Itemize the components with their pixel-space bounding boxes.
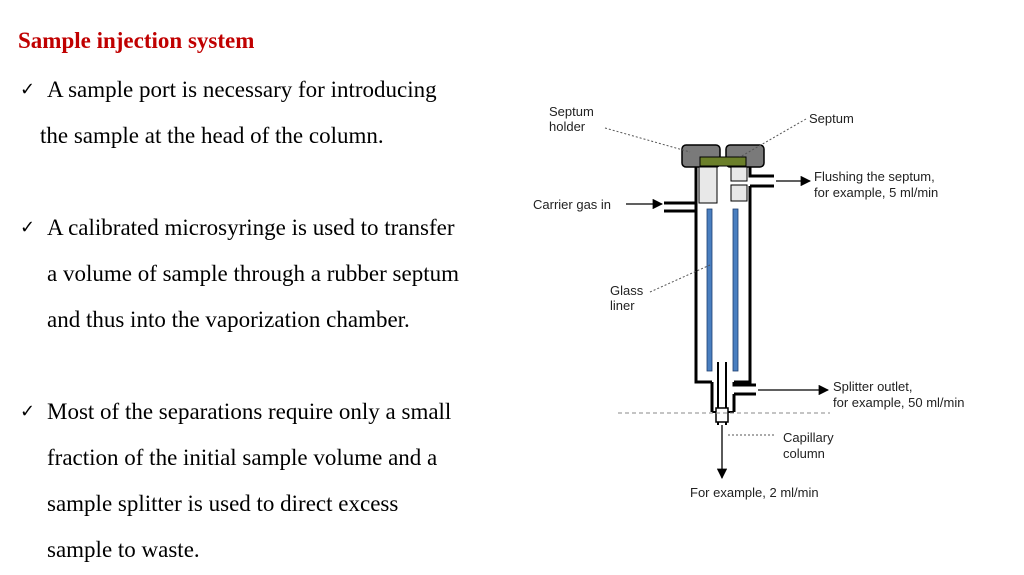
injector-diagram: Septum holder Septum Flushing the septum…: [533, 104, 965, 500]
bullet-2-line-1: A calibrated microsyringe is used to tra…: [47, 215, 455, 240]
label-splitter-2: for example, 50 ml/min: [833, 395, 965, 410]
checkmark-icon: ✓: [20, 401, 36, 422]
bullet-2-line-3: and thus into the vaporization chamber.: [47, 307, 410, 332]
bullet-1-line-1: A sample port is necessary for introduci…: [47, 77, 437, 102]
glass-liner-right: [732, 208, 739, 372]
leader-glass-liner: [649, 264, 711, 293]
label-septum-holder-2: holder: [549, 119, 586, 134]
inner-block-left: [698, 166, 718, 204]
label-column-flow: For example, 2 ml/min: [690, 485, 819, 500]
inner-block-right-bottom: [730, 184, 748, 202]
label-glass-liner-1: Glass: [610, 283, 644, 298]
label-flushing-2: for example, 5 ml/min: [814, 185, 938, 200]
label-septum: Septum: [809, 111, 854, 126]
bullet-2-line-2: a volume of sample through a rubber sept…: [47, 261, 459, 286]
label-glass-liner-2: liner: [610, 298, 635, 313]
septum: [699, 156, 747, 167]
label-flushing-1: Flushing the septum,: [814, 169, 935, 184]
glass-liner-left: [706, 208, 713, 372]
bullet-3-line-4: sample to waste.: [47, 537, 200, 562]
body-right-wall: [734, 186, 752, 384]
body-left-wall: [694, 167, 712, 384]
leader-septum: [739, 118, 807, 158]
bullet-3-line-3: sample splitter is used to direct excess: [47, 491, 399, 516]
bullet-3-line-1: Most of the separations require only a s…: [47, 399, 452, 424]
label-splitter-1: Splitter outlet,: [833, 379, 913, 394]
checkmark-icon: ✓: [20, 217, 36, 238]
label-septum-holder-1: Septum: [549, 104, 594, 119]
label-capillary-1: Capillary: [783, 430, 834, 445]
label-capillary-2: column: [783, 446, 825, 461]
checkmark-icon: ✓: [20, 79, 36, 100]
leader-septum-holder: [604, 127, 691, 153]
flush-port-top: [748, 167, 774, 178]
slide-title: Sample injection system: [18, 28, 255, 53]
bullet-3-line-2: fraction of the initial sample volume an…: [47, 445, 438, 470]
bullet-1-line-2: the sample at the head of the column.: [40, 123, 384, 148]
inner-block-right-top: [730, 166, 748, 182]
label-carrier-gas: Carrier gas in: [533, 197, 611, 212]
splitter-port-top: [732, 382, 756, 387]
column-nut: [715, 407, 729, 423]
